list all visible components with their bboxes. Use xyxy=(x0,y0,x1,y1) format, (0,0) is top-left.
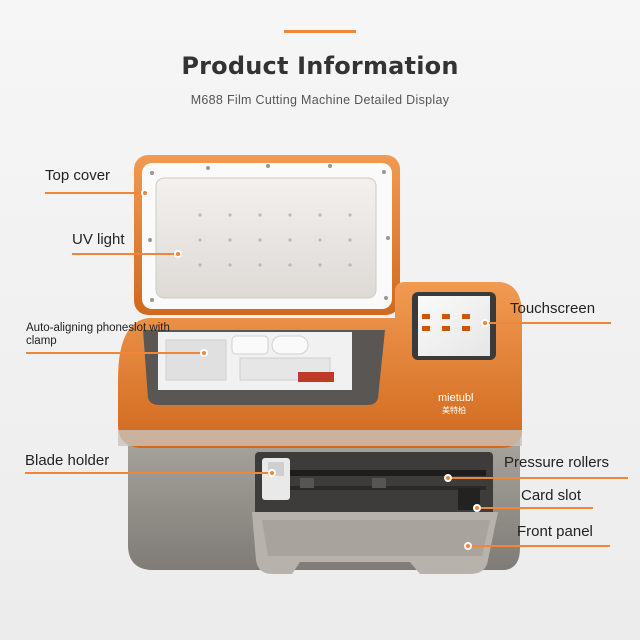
page-subtitle: M688 Film Cutting Machine Detailed Displ… xyxy=(190,93,450,107)
callout-label: Top cover xyxy=(45,167,111,184)
brand-logo-cn: 美特柏 xyxy=(442,405,466,415)
callout-line xyxy=(72,253,178,255)
callout-label: Card slot xyxy=(521,487,582,504)
callout-dot xyxy=(473,504,481,512)
top-cover-part xyxy=(134,155,400,315)
callout-line xyxy=(485,322,611,324)
callout-label: Front panel xyxy=(517,523,593,540)
brand-logo: mietubl xyxy=(438,392,473,404)
callout-dot xyxy=(268,469,276,477)
callout-dot xyxy=(464,542,472,550)
callout-label: Auto-aligning phoneslot with clamp xyxy=(26,322,170,347)
callout-line xyxy=(25,472,272,474)
page-title: Product Information xyxy=(181,52,459,80)
callout-dot xyxy=(200,349,208,357)
callout-label: UV light xyxy=(72,231,125,248)
callout-label: Blade holder xyxy=(25,452,110,469)
callout-line xyxy=(26,352,204,354)
callout-line xyxy=(468,545,610,547)
callout-dot xyxy=(141,189,149,197)
callout-line xyxy=(45,192,145,194)
machine-body xyxy=(118,282,522,448)
callout-dot xyxy=(174,250,182,258)
title-accent-bar xyxy=(284,30,356,33)
callout-label: Pressure rollers xyxy=(504,454,610,471)
callout-dot xyxy=(481,319,489,327)
machine-base xyxy=(128,430,520,574)
callout-label: Touchscreen xyxy=(510,300,596,317)
callout-dot xyxy=(444,474,452,482)
callout-line xyxy=(477,507,593,509)
callout-line xyxy=(448,477,628,479)
